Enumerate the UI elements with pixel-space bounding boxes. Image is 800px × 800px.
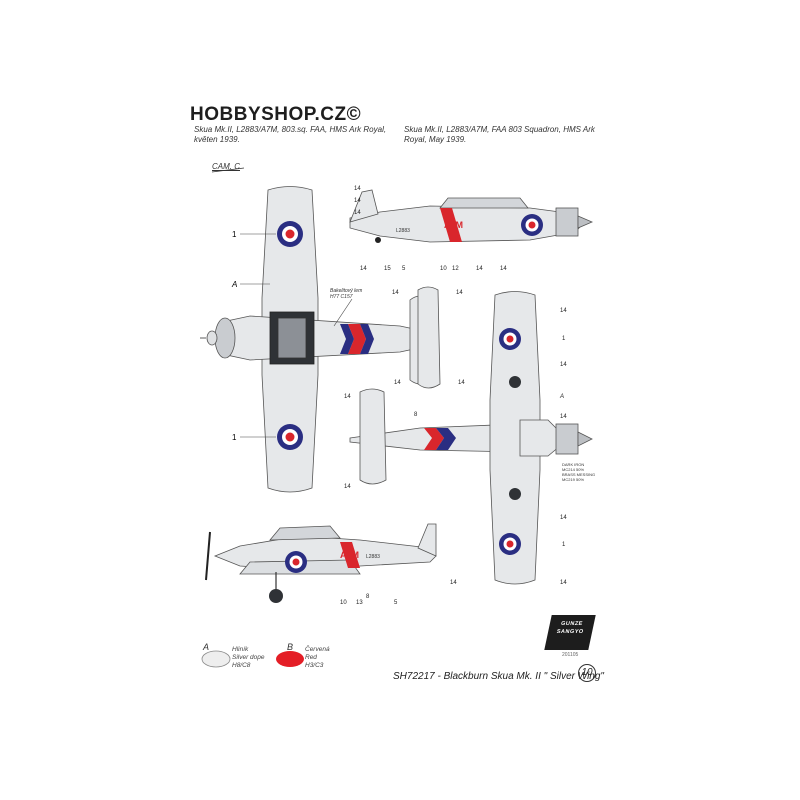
hobbyshop-logo: HOBBYSHOP.CZ©: [190, 104, 362, 125]
svg-text:10: 10: [340, 600, 347, 606]
svg-text:15: 15: [384, 266, 391, 272]
roundel-side-bottom: [285, 551, 307, 573]
svg-text:14: 14: [354, 186, 361, 192]
svg-text:1: 1: [562, 336, 566, 342]
legend-a-letter: A: [203, 642, 210, 652]
roundel-underside-lower: [499, 533, 521, 555]
svg-text:MC214 50%: MC214 50%: [562, 467, 584, 472]
annotation-line-2: H77 C157: [330, 294, 353, 300]
svg-text:14: 14: [354, 210, 361, 216]
svg-text:5: 5: [394, 600, 398, 606]
callouts-right: 14 1 14 A 14 14 1 14 14: [450, 308, 567, 586]
svg-text:14: 14: [560, 580, 567, 586]
svg-text:14: 14: [394, 380, 401, 386]
roundel-lower-wing: [277, 424, 303, 450]
fuselage-stripe-top: [340, 324, 374, 354]
side-view-bottom: [213, 523, 437, 575]
side-serial: L2883: [396, 228, 410, 234]
side-bottom-serial: L2883: [366, 554, 380, 560]
caption-english: Skua Mk.II, L2883/A7M, FAA 803 Squadron,…: [404, 125, 595, 144]
callouts-side-bottom: 10 13 8 5: [340, 594, 398, 606]
side-code-A7M: A7M: [444, 220, 463, 230]
svg-text:14: 14: [476, 266, 483, 272]
swatch-silver: [201, 650, 231, 668]
svg-text:14: 14: [450, 580, 457, 586]
svg-text:12: 12: [452, 266, 459, 272]
roundel-underside-upper: [499, 328, 521, 350]
roundel-upper-wing: [277, 221, 303, 247]
svg-text:A: A: [559, 394, 564, 400]
swatch-red: [276, 651, 304, 667]
svg-text:8: 8: [414, 412, 418, 418]
legend-b-letter: B: [287, 642, 294, 652]
svg-text:8: 8: [366, 594, 370, 600]
svg-text:14: 14: [354, 198, 361, 204]
svg-text:BRASS MESSING: BRASS MESSING: [562, 472, 595, 477]
svg-text:MC219 50%: MC219 50%: [562, 477, 584, 482]
svg-text:14: 14: [458, 380, 465, 386]
callouts-side-top: 14 14 14 14 15 5 10 12 14 14: [354, 186, 507, 272]
product-code: 201105: [562, 652, 579, 658]
callouts-tail: 14 14 14 14 14 14 8: [344, 290, 465, 490]
svg-text:14: 14: [392, 290, 399, 296]
underside-plan: [489, 291, 593, 585]
svg-text:DARK IRON: DARK IRON: [562, 462, 584, 467]
svg-text:14: 14: [360, 266, 367, 272]
svg-text:14: 14: [560, 308, 567, 314]
engine-note: DARK IRON MC214 50% BRASS MESSING MC219 …: [562, 462, 595, 482]
side-view-top: [349, 189, 594, 243]
svg-text:14: 14: [456, 290, 463, 296]
svg-text:13: 13: [356, 600, 363, 606]
svg-text:14: 14: [560, 515, 567, 521]
caption-czech: Skua Mk.II, L2883/A7M, 803.sq. FAA, HMS …: [194, 125, 387, 144]
side-bottom-code: A7M: [340, 550, 359, 560]
callout-1-upper: 1: [232, 230, 237, 239]
svg-text:14: 14: [560, 362, 567, 368]
callout-A: A: [231, 280, 237, 289]
svg-text:14: 14: [344, 394, 351, 400]
svg-text:5: 5: [402, 266, 406, 272]
svg-text:14: 14: [560, 414, 567, 420]
svg-text:14: 14: [344, 484, 351, 490]
annotation-line-1: Bakelitový lem: [330, 288, 362, 294]
sheet-title: SH72217 - Blackburn Skua Mk. II " Silver…: [393, 671, 604, 682]
svg-text:1: 1: [562, 542, 566, 548]
svg-text:14: 14: [500, 266, 507, 272]
top-view-plan: [200, 186, 433, 493]
callout-1-lower: 1: [232, 433, 237, 442]
svg-text:10: 10: [440, 266, 447, 272]
roundel-fuselage: [521, 214, 543, 236]
page-number: 10: [578, 664, 596, 682]
camo-label: CAM. C: [212, 162, 240, 171]
